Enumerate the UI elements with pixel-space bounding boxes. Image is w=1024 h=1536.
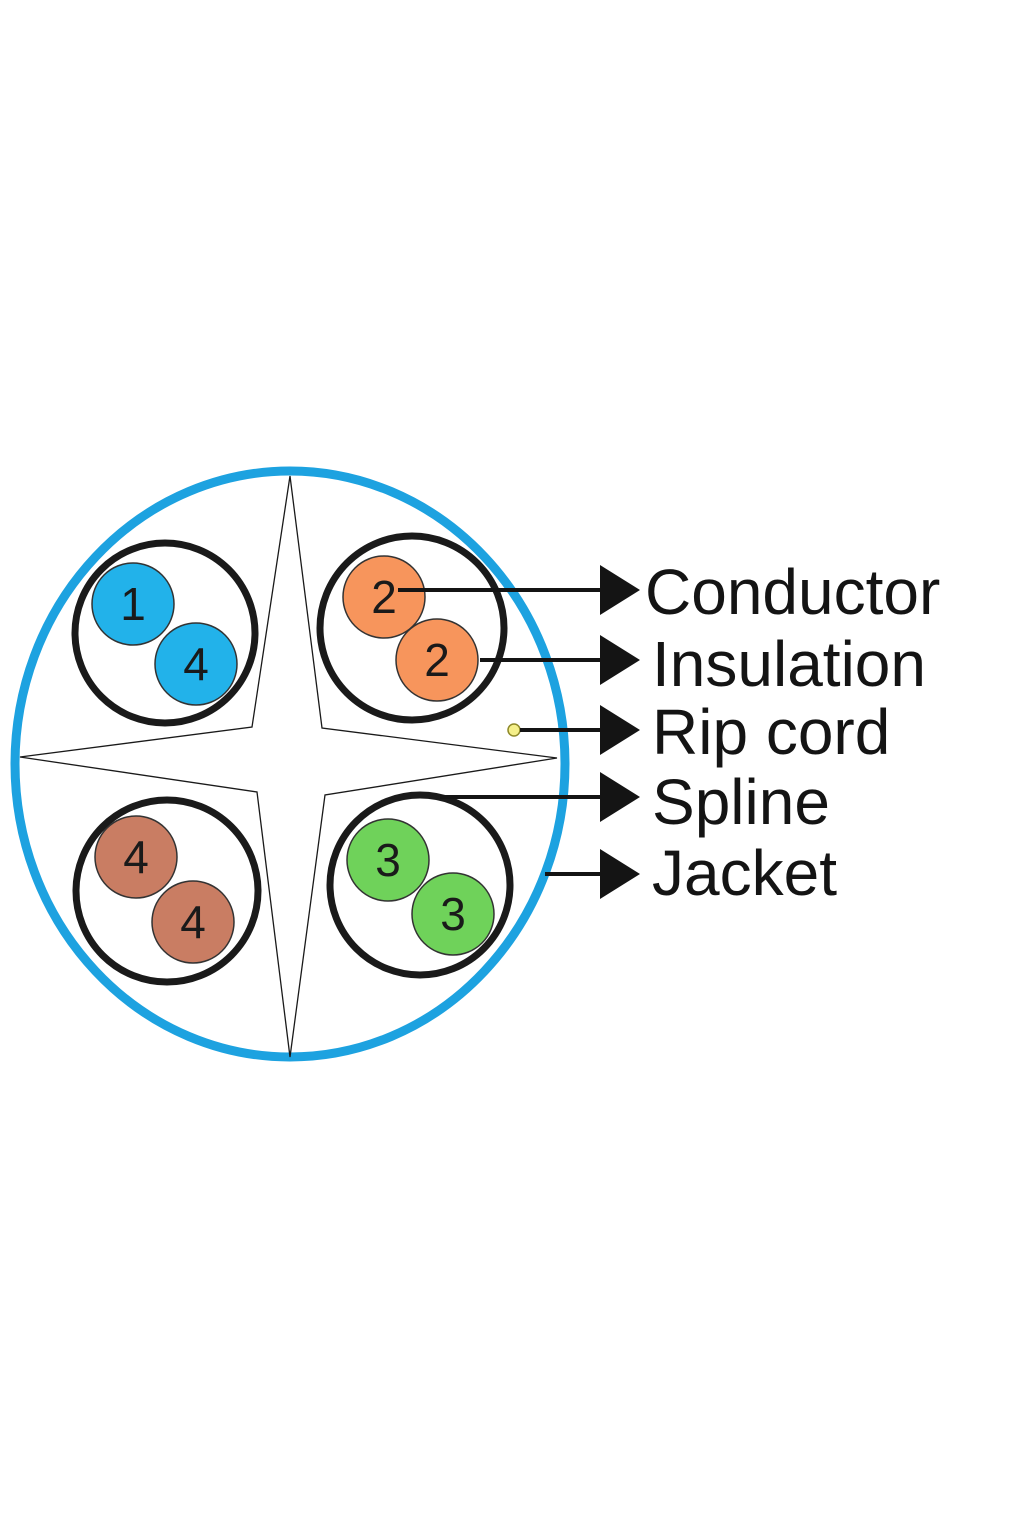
conductor-arrow bbox=[398, 565, 640, 615]
jacket-arrow bbox=[545, 849, 640, 899]
pair-orange-outline bbox=[316, 532, 508, 724]
conductor-label: Conductor bbox=[645, 556, 940, 628]
rip-cord bbox=[507, 723, 521, 737]
pair-orange-wire-1 bbox=[342, 555, 426, 639]
insulation-label: Insulation bbox=[652, 628, 926, 700]
pair-green-wire-1-label: 3 bbox=[375, 834, 401, 886]
pair-green-outline bbox=[326, 791, 514, 979]
pair-brown-outline bbox=[72, 796, 262, 986]
pair-brown-wire-1-label: 4 bbox=[123, 831, 149, 883]
pair-orange-wire-2 bbox=[395, 618, 479, 702]
pair-brown-wire-2-label: 4 bbox=[180, 896, 206, 948]
pair-green-wire-2 bbox=[411, 872, 495, 956]
pair-blue-wire-2 bbox=[154, 622, 238, 706]
pair-blue-wire-2-label: 4 bbox=[183, 638, 209, 690]
pair-green-wire-1 bbox=[346, 818, 430, 902]
pair-orange-wire-2-label: 2 bbox=[424, 634, 450, 686]
pair-blue-wire-1 bbox=[91, 562, 175, 646]
pair-orange: 2 2 bbox=[316, 532, 508, 724]
pair-green: 3 3 bbox=[326, 791, 514, 979]
spline-label: Spline bbox=[652, 766, 830, 838]
rip-cord-label: Rip cord bbox=[652, 696, 890, 768]
spline bbox=[19, 475, 558, 1058]
pair-orange-wire-1-label: 2 bbox=[371, 571, 397, 623]
jacket-label: Jacket bbox=[652, 837, 837, 909]
pair-blue-wire-1-label: 1 bbox=[120, 578, 146, 630]
insulation-arrow bbox=[480, 635, 640, 685]
pair-brown: 4 4 bbox=[72, 796, 262, 986]
spline-arrow bbox=[440, 772, 640, 822]
callout-arrows bbox=[398, 565, 640, 899]
pair-blue: 1 4 bbox=[71, 539, 259, 727]
rip-cord-arrow bbox=[520, 705, 640, 755]
pair-brown-wire-1 bbox=[94, 815, 178, 899]
pair-blue-outline bbox=[71, 539, 259, 727]
pair-green-wire-2-label: 3 bbox=[440, 888, 466, 940]
pair-brown-wire-2 bbox=[151, 880, 235, 964]
